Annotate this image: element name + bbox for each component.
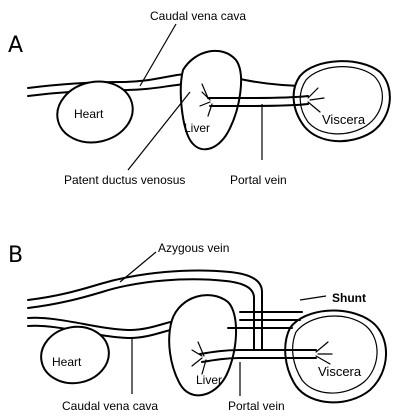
- panel-b-letter: B: [8, 243, 23, 268]
- panel-a-letter: A: [8, 33, 23, 58]
- panel-a-label-caudal-vena-cava: Caudal vena cava: [150, 9, 246, 23]
- panel-a-label-heart: Heart: [74, 107, 104, 121]
- panel-b-label-liver: Liver: [196, 373, 222, 387]
- panel-a-viscera: [294, 61, 390, 141]
- panel-a-label-portal-vein: Portal vein: [230, 173, 287, 187]
- panel-a-label-patent-ductus-venosus: Patent ductus venosus: [64, 173, 185, 187]
- panel-b-label-portal-vein: Portal vein: [228, 399, 285, 413]
- panel-b-label-shunt: Shunt: [332, 291, 366, 305]
- panel-a-pdv-leader: [128, 92, 190, 170]
- panel-a-label-viscera: Viscera: [322, 112, 366, 127]
- panel-b-caudal-vena-cava: [28, 318, 180, 330]
- panel-b-label-azygous-vein: Azygous vein: [158, 241, 229, 255]
- panel-b-viscera: [285, 311, 386, 403]
- panel-b-label-heart: Heart: [52, 355, 82, 369]
- panel-b-azygous-leader: [120, 252, 156, 282]
- panel-b-label-caudal-vena-cava: Caudal vena cava: [62, 399, 158, 413]
- panel-a-label-liver: Liver: [184, 121, 210, 135]
- panel-b: B Azygous vein Shunt Heart Liver: [8, 241, 386, 413]
- panel-b-shunt-leader: [300, 296, 326, 300]
- panel-b-label-viscera: Viscera: [318, 364, 362, 379]
- panel-a: A Caudal vena cava Heart Liver Viscera P…: [8, 9, 390, 187]
